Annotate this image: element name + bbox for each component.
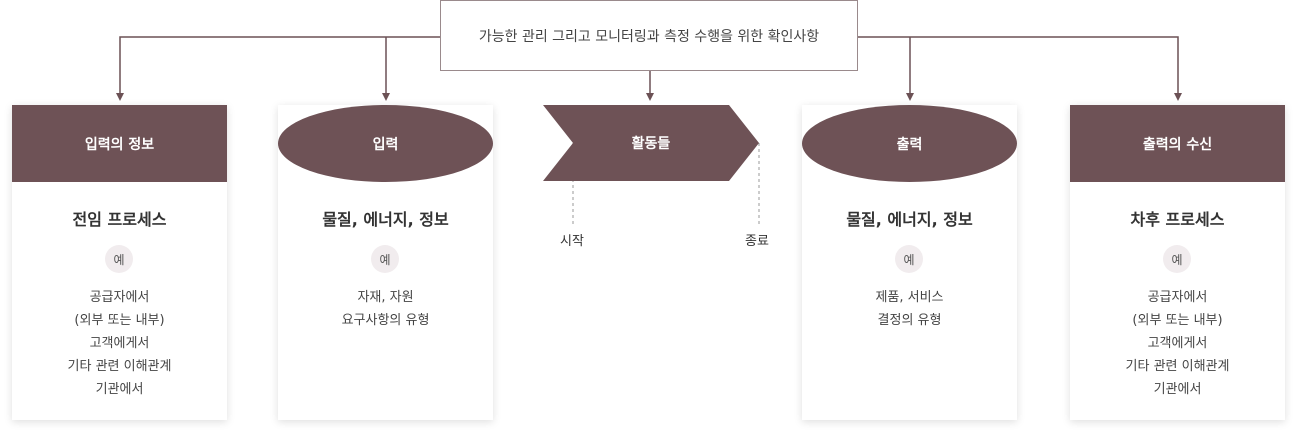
column-title: 물질, 에너지, 정보: [322, 210, 449, 229]
example-badge: 예: [895, 245, 923, 273]
example-badge: 예: [105, 245, 133, 273]
column-title: 차후 프로세스: [1130, 210, 1225, 229]
example-badge: 예: [371, 245, 399, 273]
top-box: 가능한 관리 그리고 모니터링과 측정 수행을 위한 확인사항: [440, 0, 858, 71]
list-item: 결정의 유형: [877, 313, 942, 328]
list-item: 요구사항의 유형: [341, 313, 430, 328]
column-list: 공급자에서 (외부 또는 내부) 고객에게서 기타 관련 이해관계 기관에서: [1070, 286, 1285, 401]
list-item: 기타 관련 이해관계: [1125, 359, 1230, 374]
top-box-text: 가능한 관리 그리고 모니터링과 측정 수행을 위한 확인사항: [478, 28, 820, 45]
list-item: 기관에서: [95, 382, 144, 397]
example-badge: 예: [1163, 245, 1191, 273]
activity-shape: 활동들: [543, 105, 759, 181]
column-input-info: 입력의 정보 전임 프로세스 예 공급자에서 (외부 또는 내부) 고객에게서 …: [12, 105, 227, 420]
list-item: (외부 또는 내부): [1132, 313, 1223, 328]
column-header: 출력: [802, 105, 1017, 182]
list-item: (외부 또는 내부): [74, 313, 165, 328]
column-list: 제품, 서비스 결정의 유형: [802, 286, 1017, 332]
list-item: 고객에게서: [1147, 336, 1208, 351]
list-item: 자재, 자원: [357, 290, 414, 305]
column-header: 입력: [278, 105, 493, 182]
list-item: 공급자에서: [1147, 290, 1208, 305]
column-list: 공급자에서 (외부 또는 내부) 고객에게서 기타 관련 이해관계 기관에서: [12, 286, 227, 401]
column-title: 전임 프로세스: [72, 210, 167, 229]
list-item: 제품, 서비스: [875, 290, 944, 305]
start-label: 시작: [560, 234, 584, 249]
column-header: 출력의 수신: [1070, 105, 1285, 182]
column-list: 자재, 자원 요구사항의 유형: [278, 286, 493, 332]
list-item: 공급자에서: [89, 290, 150, 305]
list-item: 기관에서: [1153, 382, 1202, 397]
activity-label: 활동들: [631, 136, 671, 152]
column-output-receiver: 출력의 수신 차후 프로세스 예 공급자에서 (외부 또는 내부) 고객에게서 …: [1070, 105, 1285, 420]
list-item: 기타 관련 이해관계: [67, 359, 172, 374]
end-label: 종료: [745, 234, 769, 249]
list-item: 고객에게서: [89, 336, 150, 351]
column-output: 출력 물질, 에너지, 정보 예 제품, 서비스 결정의 유형: [802, 105, 1017, 420]
column-input: 입력 물질, 에너지, 정보 예 자재, 자원 요구사항의 유형: [278, 105, 493, 420]
column-title: 물질, 에너지, 정보: [846, 210, 973, 229]
column-header: 입력의 정보: [12, 105, 227, 182]
chevron-shape: [543, 105, 759, 181]
connector-to-input-info: [116, 36, 440, 101]
connector-to-output: [858, 36, 1182, 101]
